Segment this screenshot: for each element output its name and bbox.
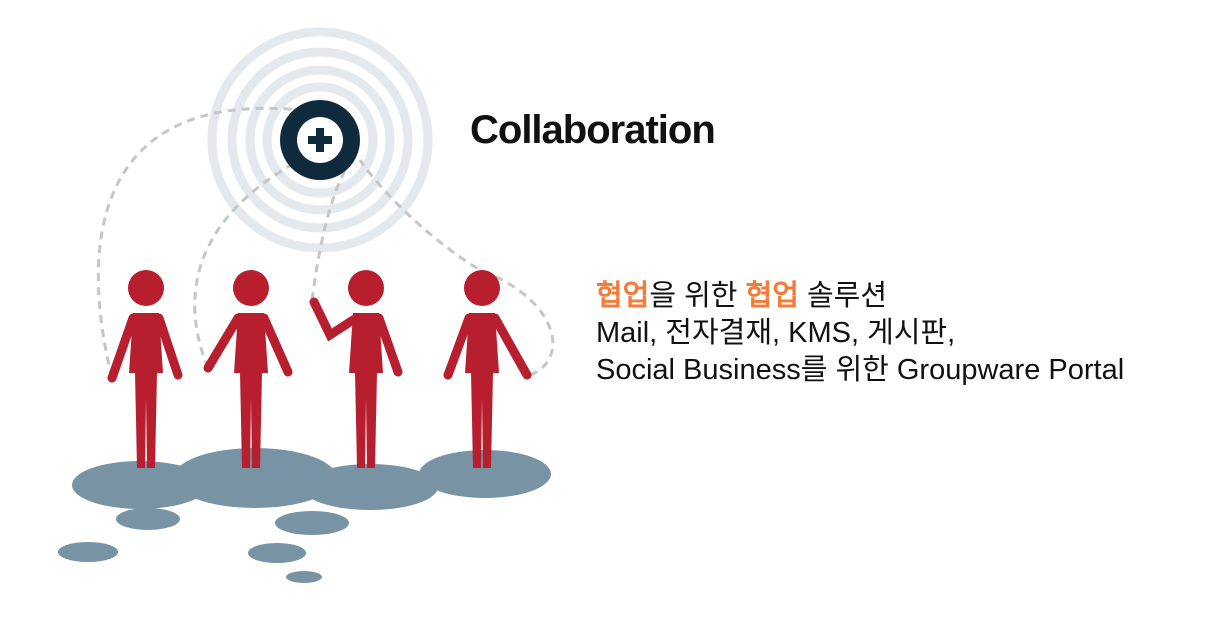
person-icon bbox=[309, 270, 403, 468]
person-icon bbox=[107, 270, 183, 468]
people bbox=[107, 270, 532, 468]
highlight-text: 협업 bbox=[745, 280, 799, 312]
signal-rings bbox=[207, 27, 433, 253]
dashed-connections bbox=[96, 106, 555, 379]
platforms bbox=[58, 448, 551, 583]
title: Collaboration bbox=[470, 108, 716, 152]
person-icon bbox=[203, 270, 293, 468]
description-line-1: 협업을 위한 협업 솔루션 bbox=[596, 278, 1124, 315]
text: 을 위한 bbox=[649, 280, 746, 312]
highlight-text: 협업 bbox=[596, 280, 650, 312]
description: 협업을 위한 협업 솔루션 Mail, 전자결재, KMS, 게시판, Soci… bbox=[596, 278, 1124, 389]
person-icon bbox=[443, 270, 532, 468]
collaboration-illustration bbox=[58, 27, 555, 583]
description-line-3: Social Business를 위한 Groupware Portal bbox=[596, 354, 1125, 386]
text: 솔루션 bbox=[798, 280, 888, 312]
description-line-2: Mail, 전자결재, KMS, 게시판, bbox=[596, 317, 956, 349]
hub-plus-icon bbox=[280, 100, 360, 180]
